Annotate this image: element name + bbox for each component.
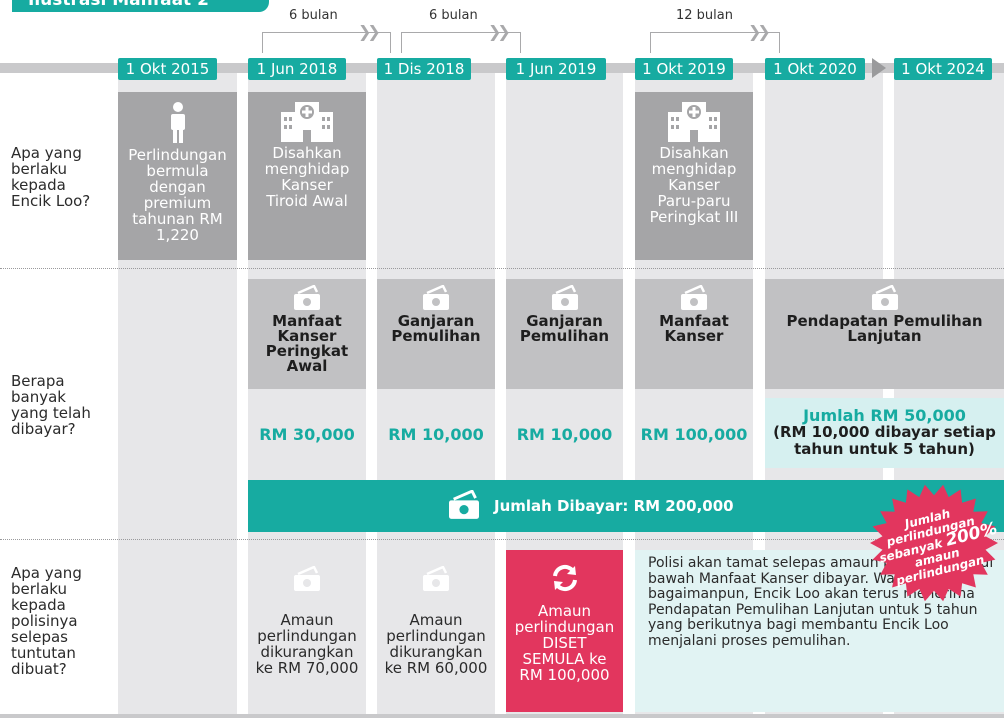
benefit-box: Manfaat Kanser Peringkat Awal: [248, 279, 366, 389]
date-label: 1 Dis 2018: [377, 58, 471, 80]
benefit-box: Ganjaran Pemulihan: [506, 279, 623, 389]
benefit-label: Ganjaran Pemulihan: [391, 312, 481, 345]
cash-icon: [681, 284, 707, 310]
amount-total: Jumlah RM 50,000: [803, 406, 966, 425]
benefit-box: Pendapatan Pemulihan Lanjutan: [765, 279, 1004, 389]
hospital-icon: [668, 102, 720, 142]
date-label: 1 Okt 2020: [765, 58, 865, 80]
date-label: 1 Jun 2018: [248, 58, 346, 80]
date-label: 1 Jun 2019: [506, 58, 606, 80]
benefit-label: Pendapatan Pemulihan Lanjutan: [786, 312, 983, 345]
event-box-2015: Perlindungan bermula dengan premium tahu…: [118, 92, 237, 260]
row-label-2: Berapa banyak yang telah dibayar?: [11, 372, 91, 438]
event-text: Disahkan menghidap Kanser Paru-paru Peri…: [649, 144, 739, 226]
bracket-3: [650, 32, 780, 53]
amount-detail: (RM 10,000 dibayar setiap tahun untuk 5 …: [773, 423, 996, 458]
person-icon: [170, 102, 185, 143]
reset-box: Amaun perlindungan DISET SEMULA ke RM 10…: [506, 550, 623, 712]
amount-value: RM 100,000: [640, 425, 748, 444]
amount-box-ongoing: [765, 398, 1004, 468]
cash-icon: [423, 284, 449, 310]
reset-text: Amaun perlindungan DISET SEMULA ke RM 10…: [514, 602, 615, 684]
benefit-box: Ganjaran Pemulihan: [377, 279, 495, 389]
total-paid-label: Jumlah Dibayar: RM 200,000: [494, 497, 734, 515]
cash-icon: [294, 284, 320, 310]
benefit-label: Manfaat Kanser Peringkat Awal: [265, 312, 349, 375]
column-dis-2018: [377, 64, 495, 718]
chevron-right-icon: ❯❯: [748, 22, 771, 41]
row-label-3: Apa yang berlaku kepada polisinya selepa…: [11, 564, 82, 678]
chevron-right-icon: ❯❯: [488, 22, 511, 41]
row-divider: [0, 268, 1004, 269]
benefit-label: Manfaat Kanser: [659, 312, 729, 345]
total-paid-bar: [248, 480, 1004, 532]
event-box-jun-2018: Disahkan menghidap Kanser Tiroid Awal: [248, 92, 366, 260]
cash-icon: [294, 566, 320, 591]
timeline-arrow-icon: [872, 58, 886, 78]
row-divider: [0, 539, 1004, 540]
timeline-bar: [0, 63, 1004, 73]
cash-icon: [871, 284, 898, 310]
date-label: 1 Okt 2024: [894, 58, 992, 80]
date-label: 1 Okt 2019: [635, 58, 733, 80]
chevron-right-icon: ❯❯: [358, 22, 381, 41]
page-title: Ilustrasi Manfaat 2: [28, 0, 209, 10]
duration-label-3: 12 bulan: [676, 8, 733, 23]
claim-result-text: Amaun perlindungan dikurangkan ke RM 60,…: [384, 611, 488, 677]
cash-icon: [551, 284, 578, 310]
date-label: 1 Okt 2015: [118, 58, 217, 80]
starburst-badge: [870, 484, 998, 602]
benefit-label: Ganjaran Pemulihan: [519, 312, 610, 345]
bottom-bar: [0, 714, 1004, 718]
event-text: Perlindungan bermula dengan premium tahu…: [128, 146, 227, 244]
amount-value: RM 30,000: [259, 425, 355, 444]
benefit-box: Manfaat Kanser: [635, 279, 753, 389]
reset-icon: [552, 564, 577, 592]
amount-value: RM 10,000: [516, 425, 613, 444]
event-text: Disahkan menghidap Kanser Tiroid Awal: [264, 144, 350, 210]
bracket-2: [401, 32, 521, 53]
header-badge: Ilustrasi Manfaat 2: [12, 0, 269, 12]
hospital-icon: [281, 102, 333, 142]
bracket-1: [262, 32, 391, 53]
claim-result-text: Amaun perlindungan dikurangkan ke RM 70,…: [255, 611, 359, 677]
event-box-okt-2019: Disahkan menghidap Kanser Paru-paru Peri…: [635, 92, 753, 260]
cash-icon: [449, 490, 479, 519]
duration-label-1: 6 bulan: [289, 8, 338, 23]
cash-icon: [423, 566, 449, 591]
row-label-1: Apa yang berlaku kepada Encik Loo?: [11, 144, 91, 210]
amount-value: RM 10,000: [388, 425, 484, 444]
duration-label-2: 6 bulan: [429, 8, 478, 23]
